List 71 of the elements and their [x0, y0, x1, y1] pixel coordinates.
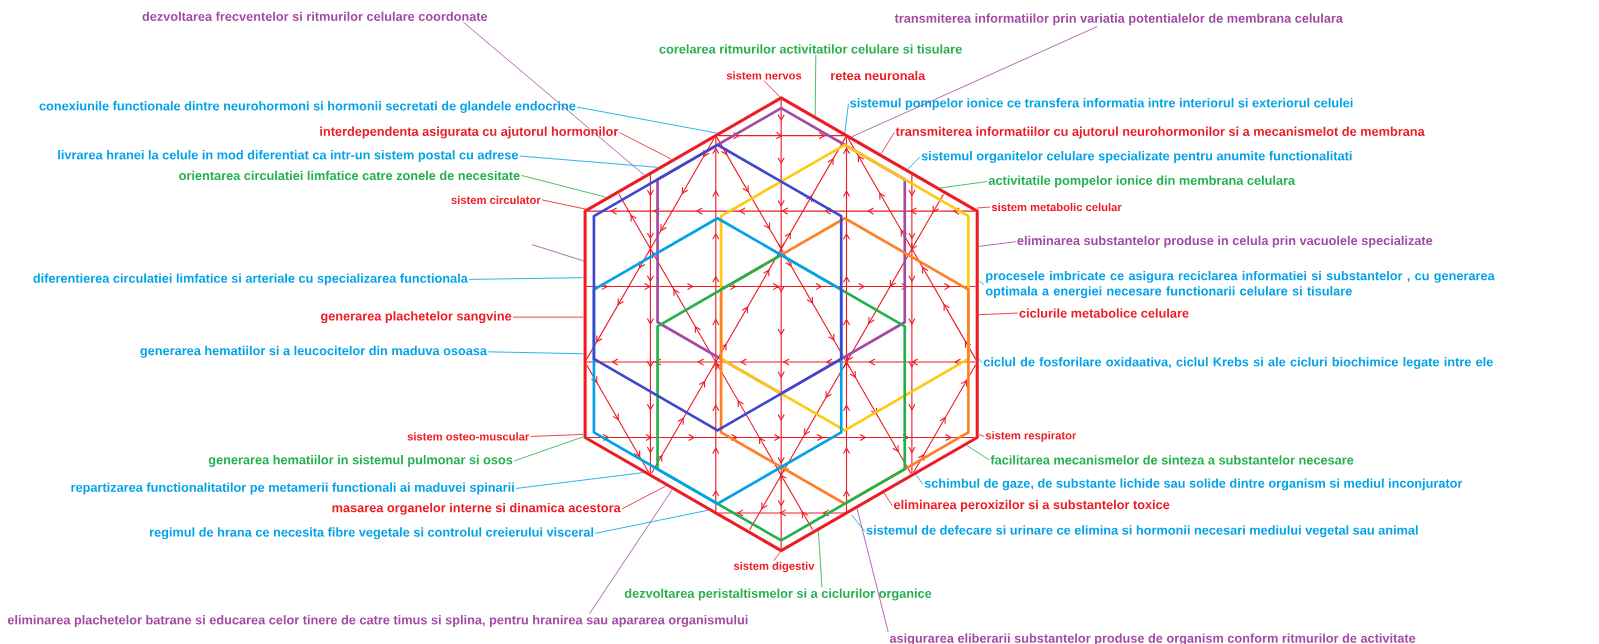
leader-line	[978, 312, 1019, 315]
annotation-text: generarea hematiilor in sistemul pulmonar si osos	[208, 454, 513, 467]
annotation-text: conexiunile functionale dintre neurohormoni si hormonii secretati de glandele endocrine	[39, 100, 576, 113]
annotation-text: sistemul organitelor celulare specializate pentru anumite functionalitati	[921, 150, 1352, 163]
leader-line	[515, 472, 644, 489]
leader-line	[513, 436, 584, 462]
annotation-text: ciclul de fosforilare oxidaativa, ciclul Krebs si ale cicluri biochimice legate intre ele	[983, 356, 1493, 369]
leader-line	[966, 444, 990, 461]
leader-line	[763, 80, 781, 97]
leader-line	[907, 156, 921, 170]
annotation-text: sistem metabolic celular	[991, 202, 1122, 211]
annotation-text: masarea organelor interne si dinamica acestora	[332, 502, 621, 515]
leader-line	[531, 244, 584, 262]
annotation-text: dezvoltarea frecventelor si ritmurilor celulare coordonate	[142, 11, 488, 21]
leader-line	[512, 316, 584, 318]
leader-line	[883, 492, 893, 506]
leader-line	[978, 241, 1017, 247]
leader-line	[621, 485, 667, 510]
annotation-text: activitatile pompelor ionice din membrana celulara	[988, 175, 1296, 188]
leader-line	[594, 509, 709, 534]
annotation-text: sistem digestiv	[733, 561, 815, 572]
annotation-text: sistem osteo-muscular	[407, 432, 530, 441]
leader-line	[851, 25, 1098, 137]
annotation-text: eliminarea plachetelor batrane si educarea celor tinere de catre timus si splina, pentru hranirea sau apararea organismului	[7, 614, 748, 627]
annotation-text: sistemul pompelor ionice ce transfera informatia intre interiorul si exteriorul celulei	[850, 97, 1353, 110]
leader-line	[530, 433, 584, 437]
annotation-text: ciclurile metabolice celulare	[1019, 308, 1189, 318]
leader-line	[856, 508, 889, 633]
leader-line	[541, 199, 586, 210]
leader-line	[773, 551, 781, 561]
annotation-text: transmiterea informatiilor cu ajutorul neurohormonilor si a mecanismelot de membrana	[895, 126, 1425, 139]
annotation-text: corelarea ritmurilor activitatilor celulare si tisulare	[659, 44, 962, 54]
leader-line	[589, 489, 673, 614]
annotation-text: eliminarea substantelor produse in celula prin vacuolele specializate	[1017, 235, 1433, 248]
leader-line	[844, 103, 849, 133]
annotation-text: generarea plachetelor sangvine	[320, 310, 512, 323]
annotation-text: transmiterea informatiilor prin variatia potentialelor de membrana celulara	[894, 13, 1343, 26]
annotation-text: sistem respirator	[985, 431, 1077, 442]
leader-line	[817, 530, 823, 588]
annotation-text: diferentierea circulatiei limfatice si arteriale cu specializarea functionala	[33, 273, 468, 286]
annotation-text: interdependenta asigurata cu ajutorul hormonilor	[320, 126, 619, 139]
annotation-text: procesele imbricate ce asigura reciclarea informatiei si substantelor , cu generarea optimala a energiei necesare functionarii celulare si tisulare	[985, 270, 1495, 298]
annotation-text: livrarea hranei la celule in mod diferentiat ca intr-un sistem postal cu adrese	[58, 149, 519, 162]
leader-line	[978, 433, 985, 437]
leader-line	[468, 277, 584, 280]
annotation-text: facilitarea mecanismelor de sinteza a substantelor necesare	[990, 455, 1354, 465]
annotation-text: orientarea circulatiei limfatice catre zonele de necesitate	[179, 170, 520, 180]
leader-line	[851, 514, 866, 532]
leader-line	[976, 206, 991, 209]
annotation-text: sistemul de defecare si urinare ce elimina si hormonii necesari mediului vegetal sau animal	[866, 525, 1418, 538]
leader-line	[619, 131, 673, 160]
leader-line	[978, 280, 985, 285]
leader-line	[978, 357, 983, 364]
leader-line	[463, 21, 645, 176]
annotation-text: eliminarea peroxizilor si a substantelor toxice	[894, 499, 1170, 512]
annotation-text: dezvoltarea peristaltismelor si a ciclurilor organice	[624, 588, 932, 601]
leader-line	[880, 131, 895, 154]
annotation-text: schimbul de gaze, de substante lichide sau solide dintre organism si mediul inconjurator	[924, 478, 1463, 491]
leader-line	[487, 351, 584, 354]
annotation-text: repartizarea functionalitatilor pe metamerii functionali ai maduvei spinarii	[71, 482, 514, 495]
leader-line	[915, 474, 924, 485]
leader-line	[814, 54, 817, 116]
leader-line	[521, 174, 607, 198]
annotation-text: sistem nervos	[726, 71, 802, 80]
annotation-text: sistem circulator	[451, 195, 541, 204]
annotation-text: generarea hematiilor si a leucocitelor din maduva osoasa	[140, 345, 488, 358]
annotation-text: regimul de hrana ce necesita fibre vegetale si controlul creierului visceral	[149, 527, 594, 540]
annotation-text: retea neuronala	[831, 70, 926, 80]
leader-line	[576, 106, 718, 134]
leader-line	[519, 155, 658, 168]
leader-line	[939, 180, 988, 189]
